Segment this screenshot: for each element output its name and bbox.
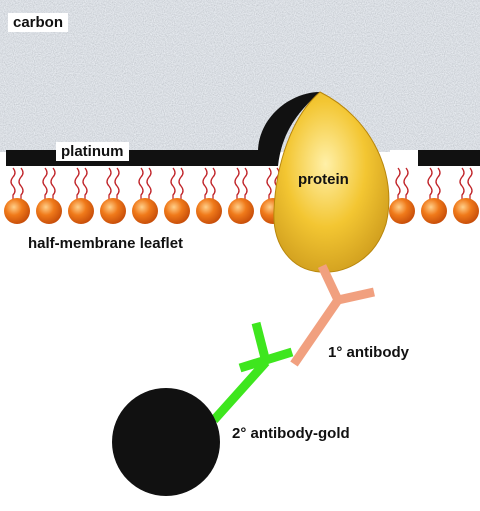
lipid-tail [10, 167, 16, 199]
lipid-tail [18, 167, 24, 199]
lipid-head [100, 198, 126, 224]
lipid-tail [395, 167, 401, 199]
secondary-antibody-gold-label: 2° antibody-gold [232, 425, 350, 442]
lipid-head [453, 198, 479, 224]
platinum-shadow-gap [390, 150, 418, 166]
secondary-antibody [210, 321, 294, 424]
lipid-tail [50, 167, 56, 199]
platinum-cap [258, 92, 320, 166]
lipid-molecule-icon [389, 167, 415, 224]
gold-particle [112, 388, 220, 496]
lipid-tail [138, 167, 144, 199]
lipid-molecule-icon [164, 167, 190, 224]
platinum-strip-left [6, 150, 274, 166]
lipid-tail [266, 167, 272, 199]
lipid-head [196, 198, 222, 224]
lipid-tail [435, 167, 441, 199]
platinum-strip-right [418, 150, 480, 166]
lipid-tail [114, 167, 120, 199]
lipid-head [68, 198, 94, 224]
lipid-tail [403, 167, 409, 199]
lipid-tail [170, 167, 176, 199]
lipid-tail [242, 167, 248, 199]
lipid-tail [234, 167, 240, 199]
lipid-tail [42, 167, 48, 199]
lipid-head [132, 198, 158, 224]
platinum-label: platinum [56, 142, 129, 161]
lipid-tail [74, 167, 80, 199]
protein-label: protein [298, 171, 349, 188]
lipid-molecule-icon [196, 167, 222, 224]
lipid-head [36, 198, 62, 224]
lipid-tail [210, 167, 216, 199]
lipid-molecule-icon [453, 167, 479, 224]
lipid-molecule-icon [228, 167, 254, 224]
lipid-tail [82, 167, 88, 199]
lipid-molecule-icon [132, 167, 158, 224]
carbon-label: carbon [8, 13, 69, 32]
lipid-head [421, 198, 447, 224]
lipid-molecule-icon [421, 167, 447, 224]
lipid-head [164, 198, 190, 224]
lipid-molecule-icon [100, 167, 126, 224]
lipid-molecule-icon [4, 167, 30, 224]
carbon-layer [0, 0, 480, 152]
lipid-tail [146, 167, 152, 199]
lipid-tail [202, 167, 208, 199]
half-membrane-leaflet [4, 167, 479, 224]
lipid-tail [178, 167, 184, 199]
half-membrane-leaflet-label: half-membrane leaflet [28, 235, 184, 252]
lipid-molecule-icon [68, 167, 94, 224]
lipid-head [389, 198, 415, 224]
lipid-tail [106, 167, 112, 199]
lipid-head [4, 198, 30, 224]
lipid-head [228, 198, 254, 224]
lipid-tail [427, 167, 433, 199]
primary-antibody-label: 1° antibody [328, 344, 410, 361]
lipid-tail [459, 167, 465, 199]
primary-antibody [290, 264, 375, 367]
lipid-molecule-icon [36, 167, 62, 224]
lipid-tail [467, 167, 473, 199]
